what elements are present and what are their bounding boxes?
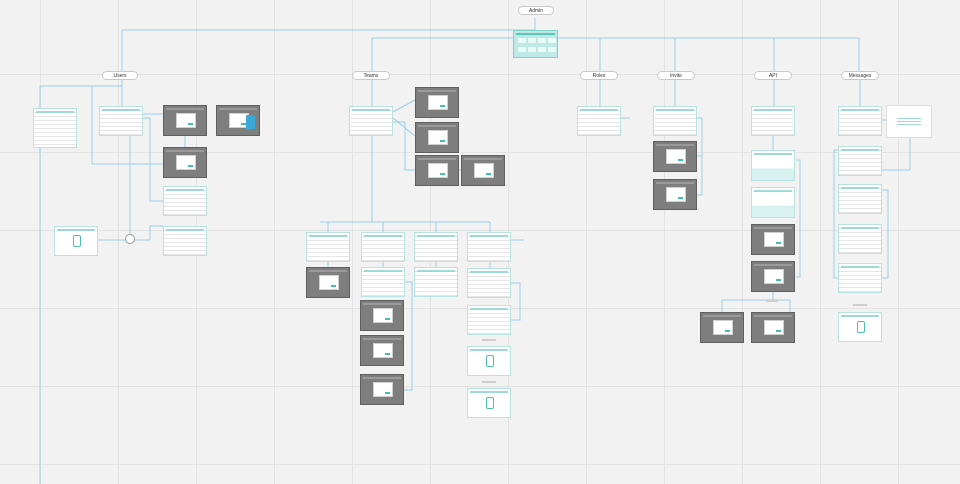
messages-thread-2-screen	[838, 184, 882, 214]
teams-sub-d-empty-1-screen	[467, 346, 511, 376]
connector-line	[511, 282, 521, 321]
teams-sub-b-modal-3-screen	[360, 374, 404, 405]
teams-modal-2-screen	[415, 122, 459, 153]
teams-sub-d-empty-2-screen	[467, 388, 511, 418]
teams-modal-1-screen	[415, 87, 459, 118]
invite-list-screen	[653, 106, 697, 136]
teams-sub-d2-screen	[467, 268, 511, 298]
connector-line	[393, 121, 415, 171]
teams-modal-3-screen	[415, 155, 459, 186]
teams-modal-4-screen	[461, 155, 505, 186]
api-modal-2-screen	[751, 261, 795, 292]
messages-list-screen	[838, 106, 882, 136]
connector-line	[392, 117, 416, 137]
section-api-label: API	[754, 71, 792, 80]
users-list-screen	[33, 108, 77, 148]
teams-sub-b-modal-2-screen	[360, 335, 404, 366]
teams-sub-d-caption-1	[482, 339, 496, 341]
teams-sub-c-screen	[414, 232, 458, 262]
connector-line	[882, 189, 889, 279]
api-create-screen	[751, 187, 795, 218]
messages-empty-state-screen	[838, 312, 882, 342]
section-messages-label: Messages	[841, 71, 879, 80]
users-table-screen	[99, 106, 143, 136]
admin-label: Admin	[518, 6, 554, 15]
messages-thread-1-screen	[838, 146, 882, 176]
api-modal-4-screen	[751, 312, 795, 343]
messages-thread-4-screen	[838, 263, 882, 293]
users-edit-modal-screen	[163, 105, 207, 136]
users-decision-node	[125, 234, 135, 244]
connector-line	[91, 86, 163, 165]
api-modal-3-screen	[700, 312, 744, 343]
teams-sub-a-modal-screen	[306, 267, 350, 298]
connector-line	[833, 149, 838, 279]
users-detail-modal-screen	[216, 105, 260, 136]
invite-modal-1-screen	[653, 141, 697, 172]
teams-list-screen	[349, 106, 393, 136]
users-result-screen	[163, 226, 207, 256]
connector-line	[796, 159, 801, 278]
connector-line	[404, 281, 413, 391]
connector-line	[882, 138, 911, 171]
api-list-screen	[751, 106, 795, 136]
teams-sub-a-screen	[306, 232, 350, 262]
section-teams-label: Teams	[352, 71, 390, 80]
section-users-label: Users	[102, 71, 138, 80]
teams-sub-b-screen	[361, 232, 405, 262]
users-profile-screen	[163, 186, 207, 216]
section-roles-label: Roles	[580, 71, 618, 80]
teams-sub-d-screen	[467, 232, 511, 262]
connector-line	[392, 99, 416, 113]
connector-line	[143, 117, 163, 202]
users-empty-state-screen	[54, 226, 98, 256]
teams-sub-b2-screen	[361, 267, 405, 297]
admin-dashboard-screen	[513, 30, 558, 58]
invite-modal-2-screen	[653, 179, 697, 210]
connector-line	[39, 85, 122, 484]
teams-sub-d3-screen	[467, 305, 511, 335]
section-invite-label: Invite	[657, 71, 695, 80]
connector-line	[135, 225, 163, 241]
messages-empty-caption	[853, 304, 867, 306]
messages-note-card	[886, 105, 932, 138]
teams-sub-d-caption-2	[482, 381, 496, 383]
teams-sub-b-modal-1-screen	[360, 300, 404, 331]
roles-list-screen	[577, 106, 621, 136]
api-keys-screen	[751, 150, 795, 181]
teams-sub-c2-screen	[414, 267, 458, 297]
api-modal-1-screen	[751, 224, 795, 255]
messages-thread-3-screen	[838, 224, 882, 254]
users-delete-modal-screen	[163, 147, 207, 178]
api-branch-caption	[766, 300, 778, 302]
